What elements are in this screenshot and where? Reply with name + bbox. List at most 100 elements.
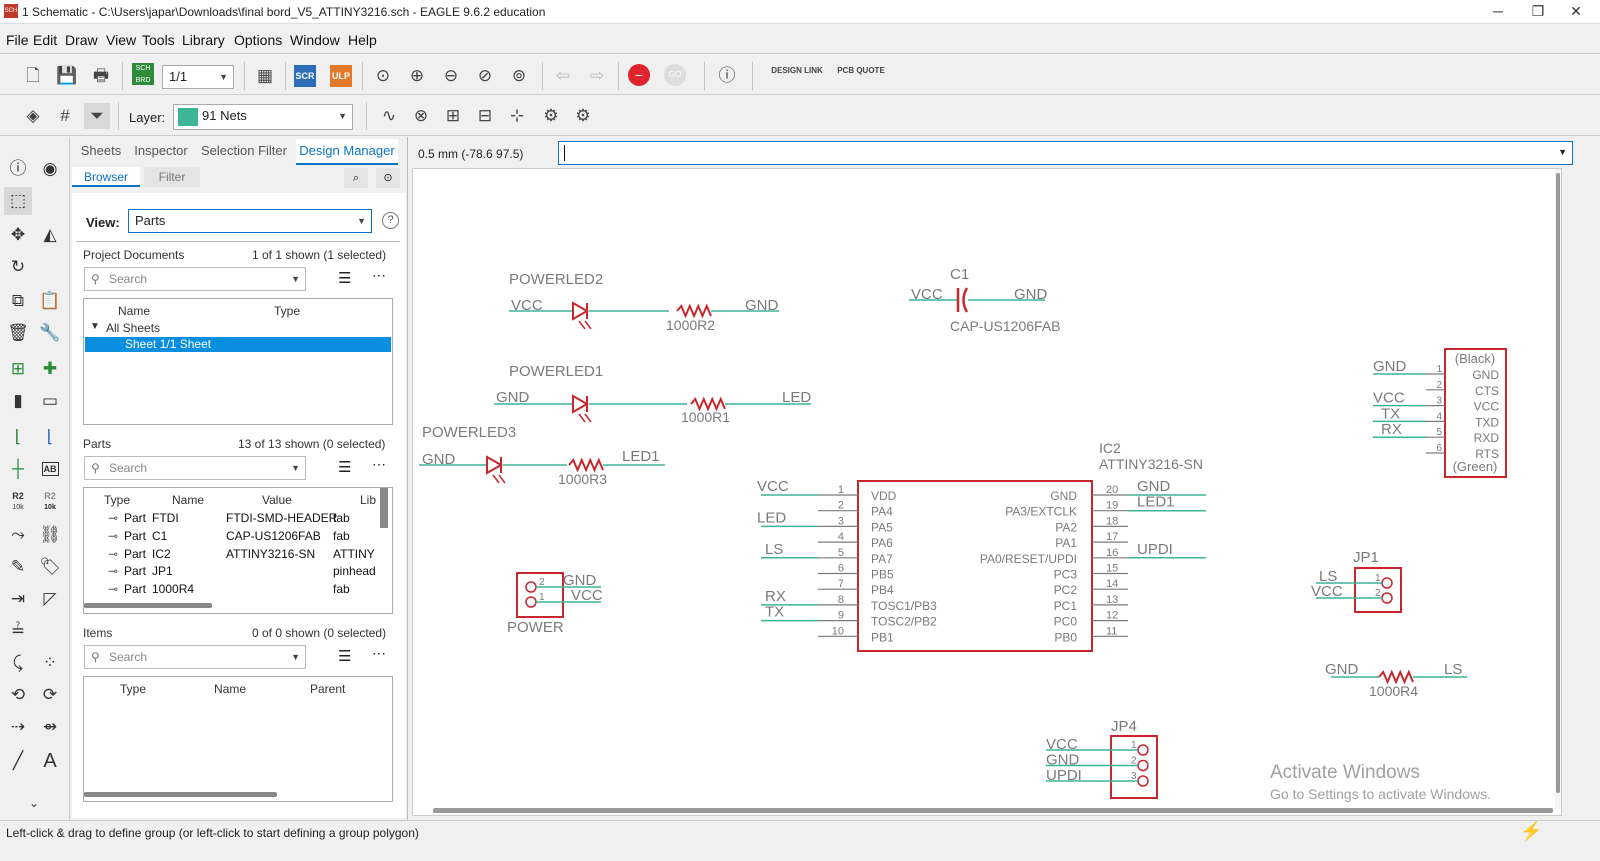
add-part-icon[interactable]: ⊞ [10, 359, 26, 378]
layers-icon[interactable]: ◈ [26, 106, 40, 125]
stop-icon[interactable]: − [628, 64, 650, 86]
tab-sheets[interactable]: Sheets [80, 143, 122, 158]
parts-cell[interactable]: Part [124, 511, 147, 525]
menu-help[interactable]: Help [348, 32, 377, 48]
junction-icon[interactable]: ┼ [11, 459, 25, 478]
swap-icon[interactable]: ⟳ [42, 685, 58, 704]
parts-search-input[interactable]: ⚲Search▼ [84, 456, 306, 480]
gate-icon[interactable]: ▭ [41, 391, 59, 410]
settings-icon[interactable]: ⚙ [543, 106, 559, 125]
add-icon[interactable]: ✚ [42, 359, 58, 378]
parts-cell[interactable]: fab [333, 511, 350, 525]
zoom-redraw-icon[interactable]: ⊘ [477, 66, 493, 85]
replace-icon[interactable]: ▮ [13, 391, 23, 410]
bus-icon[interactable]: ⌊ [46, 427, 54, 446]
parts-cell[interactable]: 1000R4 [152, 582, 195, 597]
new-file-icon[interactable]: 🗋 [26, 66, 40, 85]
parts-cell[interactable]: Part [124, 528, 147, 543]
parts-cell[interactable]: Part [124, 564, 147, 579]
drc-icon[interactable]: ⊟ [477, 106, 493, 125]
print-icon[interactable]: 🖶 [92, 66, 110, 85]
tab-selection-filter[interactable]: Selection Filter [201, 143, 287, 158]
view-help-icon[interactable]: ? [382, 212, 399, 229]
vertical-scrollbar[interactable] [1556, 173, 1560, 793]
copy-icon[interactable]: ⧉ [11, 291, 25, 310]
menu-view[interactable]: View [106, 32, 137, 48]
parts-cell[interactable]: Part [124, 582, 147, 597]
script-icon[interactable]: SCR [294, 65, 316, 87]
parts-cell[interactable]: pinhead [333, 564, 376, 579]
menu-draw[interactable]: Draw [65, 32, 98, 48]
parts-cell[interactable]: FTDI [152, 511, 179, 525]
menu-window[interactable]: Window [290, 32, 340, 48]
move-icon[interactable]: ✥ [10, 225, 26, 244]
zoom-in-icon[interactable]: ⊕ [409, 66, 425, 85]
chevron-down-icon[interactable]: ▼ [1558, 147, 1567, 157]
menu-file[interactable]: File [6, 32, 29, 48]
list-item-sheet[interactable]: Sheet 1/1 Sheet [85, 337, 391, 352]
list-options-icon[interactable]: ☰ [338, 459, 352, 476]
inspect-icon[interactable]: ⊗ [413, 106, 429, 125]
port-icon[interactable]: ⇴ [42, 717, 58, 736]
parts-cell[interactable]: C1 [152, 528, 168, 543]
parts-cell[interactable]: fab [333, 582, 350, 597]
delete-icon[interactable]: 🗑 [7, 323, 29, 342]
collapse-icon[interactable]: ▼ [90, 321, 100, 332]
text-icon[interactable]: A [36, 747, 64, 775]
items-search-input[interactable]: ⚲Search▼ [84, 645, 306, 669]
pick-icon[interactable]: ⌕ [344, 168, 368, 188]
smash-icon[interactable]: ✎ [10, 557, 26, 576]
view-select[interactable]: Parts▼ [128, 209, 372, 233]
more-icon[interactable]: ⋯ [372, 456, 386, 472]
parts-cell[interactable]: IC2 [152, 546, 171, 561]
split-icon[interactable]: ⤳ [11, 525, 25, 544]
add-link-icon[interactable]: ⊹ [509, 106, 525, 125]
horizontal-scrollbar[interactable] [433, 808, 1553, 813]
parts-cell[interactable]: CAP-US1206FAB [226, 528, 321, 543]
tab-inspector[interactable]: Inspector [134, 143, 188, 158]
grid-icon[interactable]: # [60, 106, 70, 125]
go-icon[interactable]: GO [664, 64, 686, 86]
paste-icon[interactable]: 📋 [39, 291, 61, 310]
parts-cell[interactable]: Part [124, 546, 147, 561]
parts-cell[interactable]: ATTINY3216-SN [226, 546, 316, 561]
parts-cell[interactable]: JP1 [152, 564, 173, 579]
wrench-icon[interactable]: 🔧 [39, 323, 61, 342]
parts-hscroll[interactable] [84, 603, 212, 608]
ulp-icon[interactable]: ULP [330, 65, 352, 87]
erc-icon[interactable]: ⊞ [445, 106, 461, 125]
close-button[interactable]: ✕ [1570, 3, 1582, 19]
sch-brd-switch-icon[interactable]: SCH BRD [132, 63, 154, 85]
info-icon[interactable]: ⓘ [9, 159, 27, 178]
redo-icon[interactable]: ⇨ [589, 66, 605, 85]
lock-icon[interactable]: ⛓ [39, 525, 61, 544]
layer-select[interactable]: 91 Nets▼ [173, 104, 353, 130]
net-icon[interactable]: ⌊ [14, 427, 22, 446]
expand-icon[interactable]: ⌄ [28, 796, 40, 810]
invoke-icon[interactable]: ⟲ [10, 685, 26, 704]
line-icon[interactable]: ╱ [12, 751, 24, 770]
restore-button[interactable]: ❐ [1531, 3, 1545, 19]
zoom-select-icon[interactable]: ⊚ [511, 66, 527, 85]
scrollbar-thumb[interactable] [380, 488, 388, 528]
all-sheets-group[interactable]: All Sheets [106, 321, 161, 335]
subtab-filter[interactable]: Filter [144, 167, 200, 187]
tab-design-manager[interactable]: Design Manager [296, 139, 398, 165]
more-icon[interactable]: ⋯ [372, 267, 386, 283]
list-options-icon[interactable]: ☰ [338, 270, 352, 287]
more-icon[interactable]: ⋯ [372, 645, 386, 661]
menu-options[interactable]: Options [234, 32, 283, 48]
zoom-fit-icon[interactable]: ⊙ [375, 66, 391, 85]
parts-cell[interactable]: fab [333, 528, 350, 543]
miter-icon[interactable]: ◸ [43, 589, 57, 608]
sheet-select[interactable]: 1/1▼ [162, 65, 234, 89]
zoom-to-icon[interactable]: ⊙ [376, 168, 400, 188]
items-hscroll[interactable] [84, 792, 277, 797]
rotate-icon[interactable]: ↻ [10, 257, 26, 276]
cam-icon[interactable]: ▦ [256, 66, 274, 85]
menu-library[interactable]: Library [182, 32, 225, 48]
